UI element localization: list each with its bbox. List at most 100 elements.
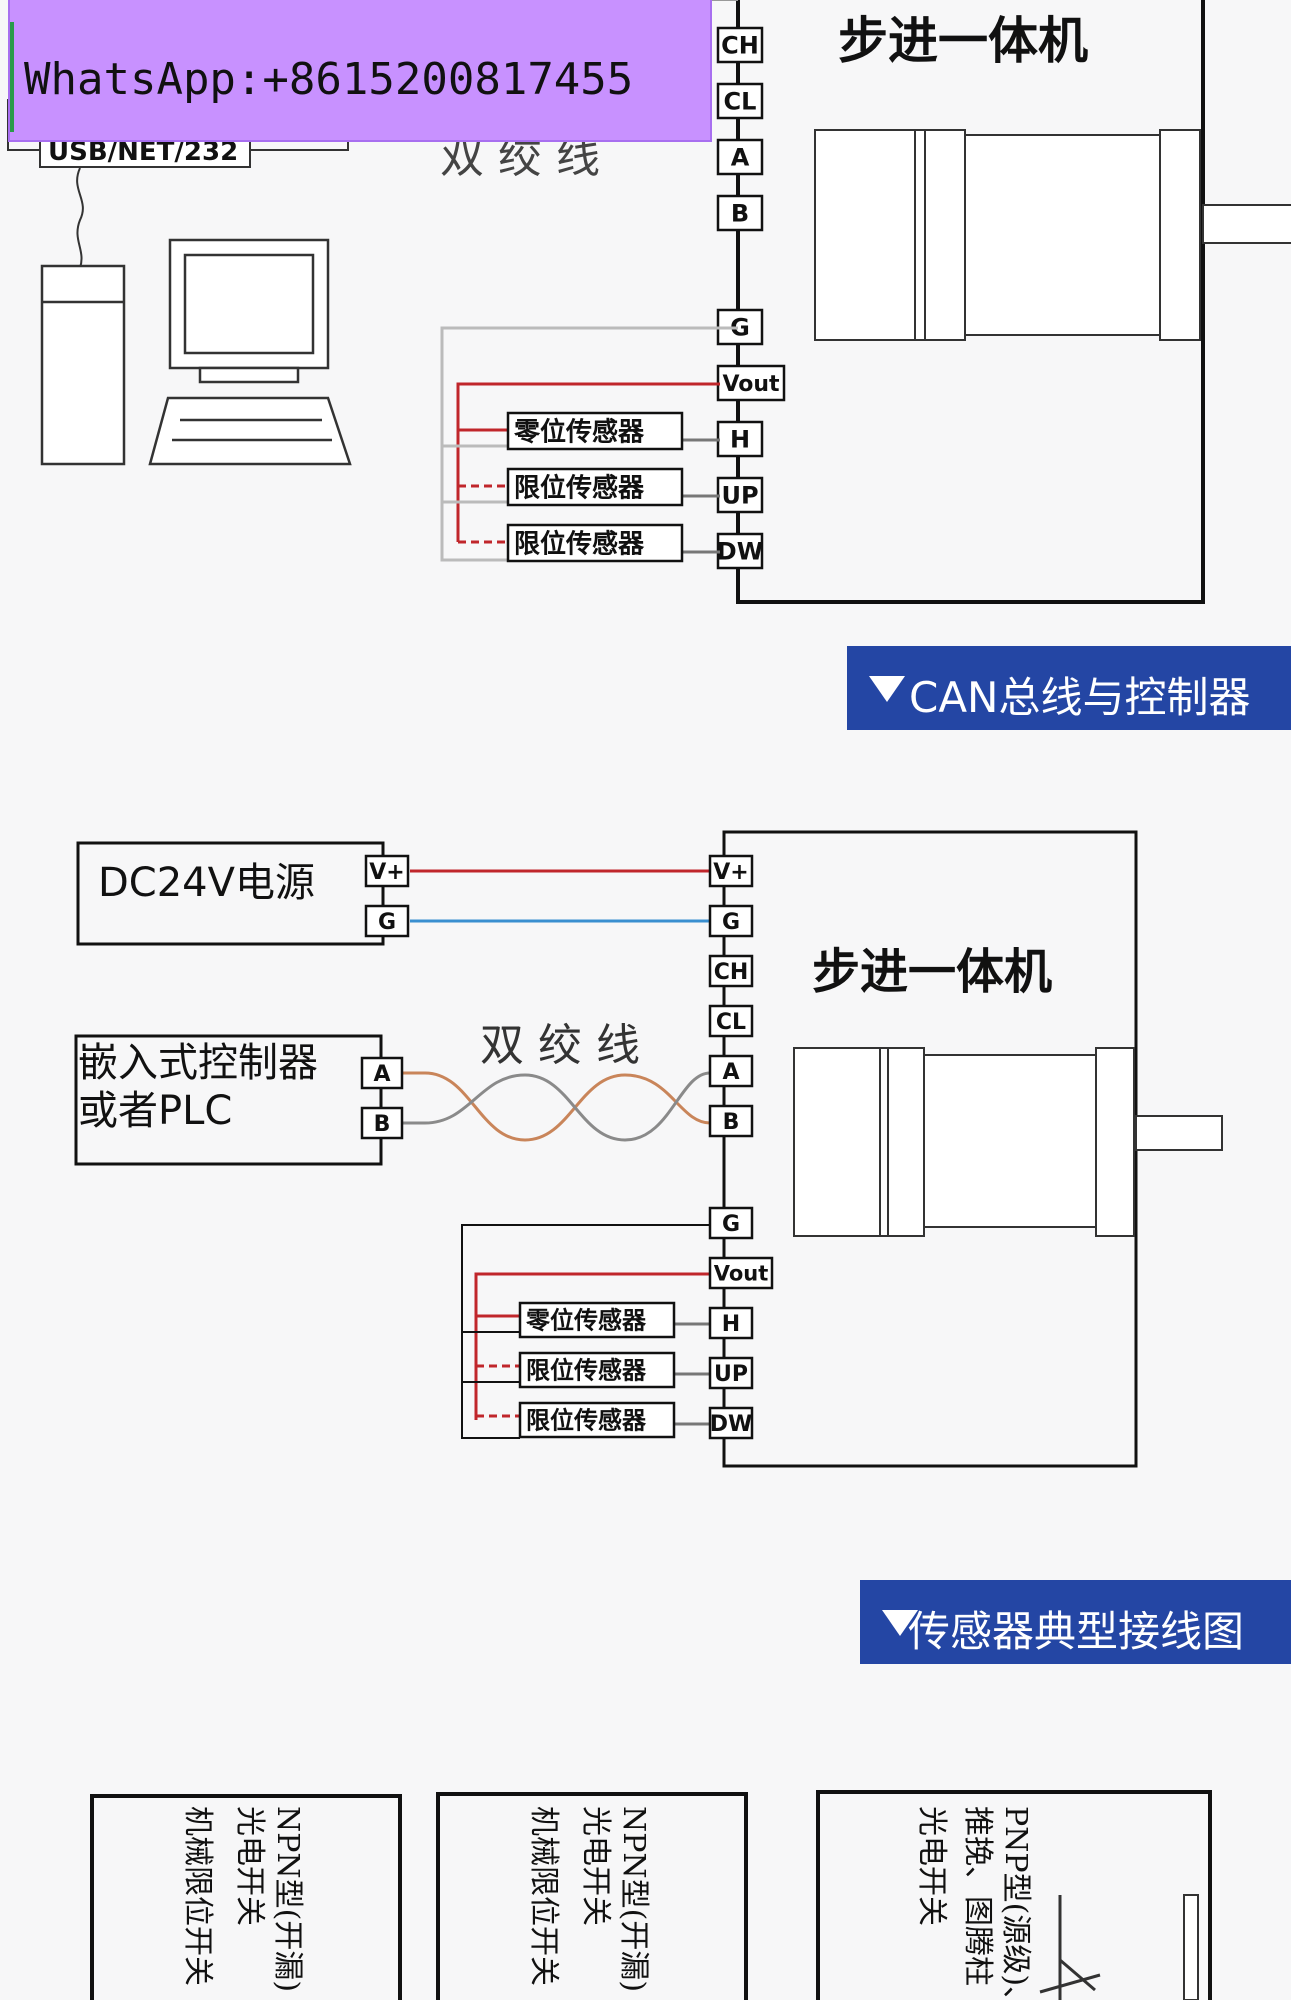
sensor-panel-line: 机械限位开关	[180, 1806, 215, 1986]
svg-text:A: A	[373, 1062, 390, 1087]
controller-label-line1: 嵌入式控制器	[78, 1040, 318, 1086]
can-motor-drawing	[793, 1047, 1223, 1237]
sensor-panel-line: PNP型(源级)、	[998, 1806, 1033, 2000]
sensor-panel-line: NPN型(开漏)	[270, 1806, 305, 1992]
svg-text:G: G	[722, 910, 740, 935]
power-pin-list: V+ G	[364, 854, 410, 938]
can-pin-cl: CL	[708, 1004, 754, 1038]
svg-text:Vout: Vout	[722, 372, 780, 397]
can-twisted-pair-label: 双 绞 线	[480, 1020, 640, 1071]
sensor-panel-line: 光电开关	[914, 1806, 949, 1926]
banner-can-label: CAN总线与控制器	[909, 673, 1251, 722]
sensor-panels	[90, 1790, 1212, 2000]
can-pin-a: A	[708, 1054, 754, 1088]
svg-text:CL: CL	[716, 1010, 746, 1035]
svg-text:G: G	[730, 314, 750, 342]
svg-text:G: G	[378, 910, 396, 935]
power-pin-g: G	[364, 904, 410, 938]
computer-tower-icon	[40, 264, 126, 466]
banner-sensor: 传感器典型接线图	[860, 1580, 1291, 1664]
top-sensor-wiring	[440, 326, 738, 562]
svg-text:零位传感器: 零位传感器	[525, 1306, 647, 1335]
can-pin-b: B	[708, 1104, 754, 1138]
triangle-down-icon	[869, 676, 905, 702]
svg-text:V+: V+	[713, 860, 748, 885]
top-motor-label: 步进一体机	[838, 11, 1088, 70]
top-pin-h: H	[716, 420, 764, 458]
svg-text:DW: DW	[710, 1412, 753, 1437]
controller-box	[74, 1034, 383, 1166]
can-sensor-box: 限位传感器	[518, 1351, 676, 1389]
svg-text:CH: CH	[721, 32, 759, 60]
svg-text:A: A	[722, 1060, 739, 1085]
power-supply-box	[76, 841, 385, 946]
top-motor-drawing	[814, 129, 1291, 341]
can-pin-vplus: V+	[708, 854, 754, 888]
svg-text:限位传感器: 限位传感器	[526, 1356, 647, 1385]
can-pin-ch: CH	[708, 954, 754, 988]
svg-text:Vout: Vout	[714, 1262, 769, 1286]
can-sensor-wiring	[461, 1224, 710, 1439]
svg-text:限位传感器: 限位传感器	[514, 528, 645, 559]
controller-pin-a: A	[360, 1056, 404, 1090]
sensor-panel-line: 推挽、图腾柱	[960, 1806, 995, 1986]
watermark-text: WhatsApp:+8615200817455	[24, 54, 634, 105]
top-pin-dw: DW	[716, 532, 764, 570]
can-pin-h: H	[708, 1306, 754, 1340]
top-pin-b: B	[716, 194, 764, 232]
svg-text:CH: CH	[714, 960, 749, 985]
top-pin-cl: CL	[716, 82, 764, 120]
can-pin-dw: DW	[708, 1406, 754, 1440]
monitor-icon	[148, 238, 352, 466]
can-pin-up: UP	[708, 1356, 754, 1390]
svg-text:CL: CL	[724, 88, 757, 116]
svg-text:V+: V+	[369, 860, 404, 885]
svg-text:B: B	[723, 1110, 740, 1135]
top-pin-up: UP	[716, 476, 764, 514]
svg-text:DW: DW	[717, 538, 763, 566]
sensor-panel-line: NPN型(开漏)	[616, 1806, 651, 1992]
watermark-tag: WhatsApp:+8615200817455	[8, 0, 712, 142]
banner-sensor-label: 传感器典型接线图	[908, 1607, 1245, 1656]
top-sensor-box: 限位传感器	[506, 467, 684, 507]
svg-text:A: A	[731, 144, 750, 172]
controller-label-line2: 或者PLC	[78, 1088, 232, 1134]
svg-text:H: H	[722, 1312, 740, 1337]
svg-text:B: B	[374, 1112, 391, 1137]
top-pin-vout: Vout	[716, 364, 786, 402]
interface-label: USB/NET/232	[48, 137, 238, 167]
can-motor-label: 步进一体机	[812, 944, 1052, 1000]
top-pin-a: A	[716, 138, 764, 176]
can-sensor-box: 限位传感器	[518, 1401, 676, 1439]
top-sensor-box: 零位传感器	[506, 411, 684, 451]
svg-text:G: G	[722, 1212, 740, 1237]
svg-text:UP: UP	[721, 482, 758, 510]
can-pin-vout: Vout	[708, 1256, 774, 1290]
sensor-panel-line: 光电开关	[232, 1806, 267, 1926]
banner-can: CAN总线与控制器	[847, 646, 1291, 730]
can-sensor-box: 零位传感器	[518, 1301, 676, 1339]
controller-pin-list: AB	[360, 1056, 404, 1140]
svg-text:限位传感器: 限位传感器	[526, 1406, 647, 1435]
svg-text:限位传感器: 限位传感器	[514, 472, 645, 503]
sensor-panel-line: 机械限位开关	[526, 1806, 561, 1986]
top-pin-ch: CH	[716, 26, 764, 64]
triangle-down-icon	[882, 1610, 918, 1636]
svg-text:H: H	[730, 426, 750, 454]
svg-text:UP: UP	[714, 1362, 748, 1387]
sensor-panel-line: 光电开关	[578, 1806, 613, 1926]
can-pin-g: G	[708, 1206, 754, 1240]
can-pin-g: G	[708, 904, 754, 938]
power-label: DC24V电源	[98, 860, 315, 906]
controller-pin-b: B	[360, 1106, 404, 1140]
power-pin-vplus: V+	[364, 854, 410, 888]
svg-text:B: B	[731, 200, 749, 228]
svg-text:零位传感器: 零位传感器	[514, 416, 645, 447]
top-sensor-box: 限位传感器	[506, 523, 684, 563]
